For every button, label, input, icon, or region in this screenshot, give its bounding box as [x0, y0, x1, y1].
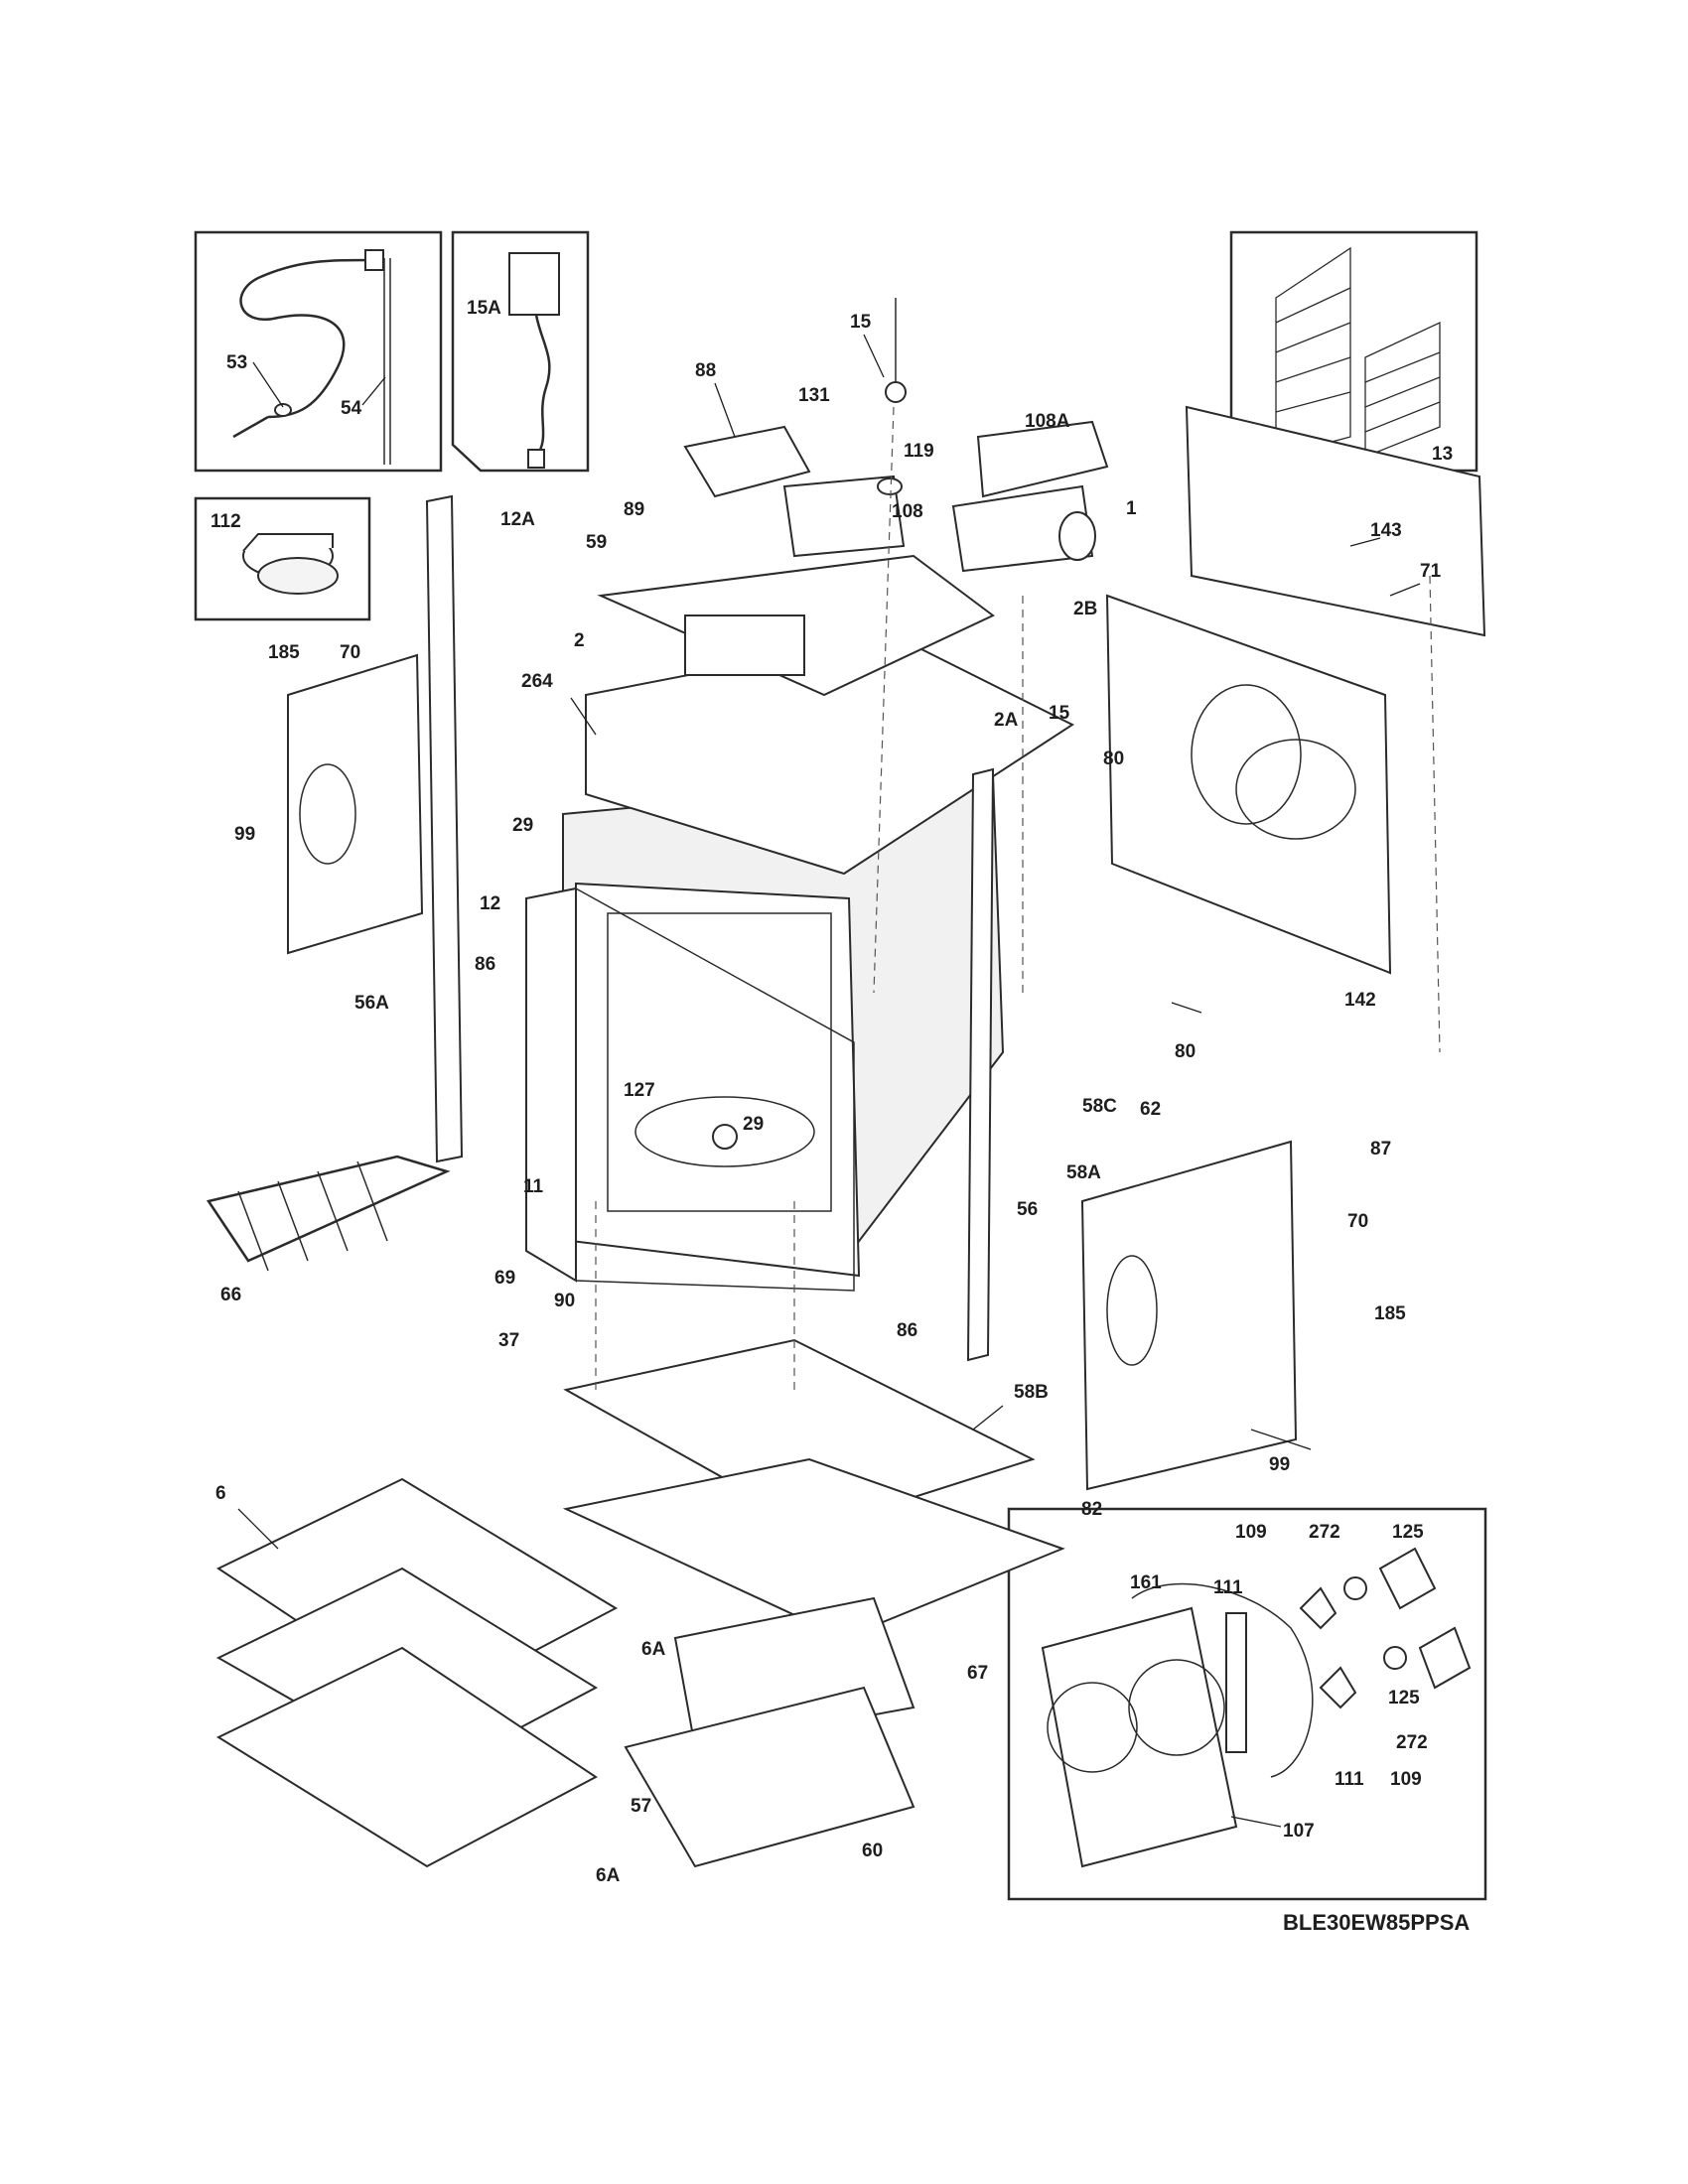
oven-racks [215, 1477, 619, 1868]
callout-142: 142 [1344, 990, 1376, 1011]
callout-15a: 15A [467, 298, 501, 319]
leader-lines [237, 334, 1421, 1828]
door-frame [525, 887, 855, 1292]
callout-66: 66 [220, 1285, 241, 1305]
callout-108: 108 [892, 501, 923, 522]
callout-143: 143 [1370, 520, 1402, 541]
callout-69: 69 [494, 1268, 515, 1289]
callout-71: 71 [1420, 561, 1442, 582]
callout-1: 1 [1126, 498, 1137, 519]
callout-82: 82 [1081, 1499, 1102, 1520]
callout-13: 13 [1432, 444, 1453, 465]
callout-58a: 58A [1066, 1162, 1101, 1183]
inset-sensor-box [451, 230, 590, 473]
bottom-assembly [562, 1338, 1065, 1868]
callout-80: 80 [1103, 749, 1124, 769]
callout-161: 161 [1130, 1572, 1162, 1593]
callout-89: 89 [624, 499, 644, 520]
callout-29: 29 [512, 815, 533, 836]
callout-109b: 109 [1390, 1769, 1422, 1790]
callout-29b: 29 [743, 1114, 764, 1135]
callout-111: 111 [1213, 1577, 1243, 1598]
callout-80b: 80 [1175, 1041, 1196, 1062]
callout-12a: 12A [500, 509, 535, 530]
callout-2b: 2B [1073, 599, 1097, 619]
callout-125b: 125 [1388, 1688, 1420, 1708]
callout-185b: 185 [1374, 1303, 1406, 1324]
callout-99b: 99 [1269, 1454, 1290, 1475]
callout-15: 15 [850, 312, 872, 333]
callout-70: 70 [340, 642, 360, 663]
callout-272: 272 [1309, 1522, 1340, 1543]
callout-6: 6 [215, 1483, 226, 1504]
callout-56a: 56A [354, 993, 389, 1014]
callout-58b: 58B [1014, 1382, 1049, 1403]
callout-2: 2 [574, 630, 585, 651]
callout-2a: 2A [994, 710, 1019, 731]
callout-107: 107 [1283, 1821, 1315, 1842]
top-ducts [683, 298, 1109, 573]
callout-99: 99 [234, 824, 255, 845]
callout-37: 37 [498, 1330, 519, 1351]
callout-86: 86 [475, 954, 495, 975]
callout-86b: 86 [897, 1320, 917, 1341]
callout-125: 125 [1392, 1522, 1424, 1543]
callout-59: 59 [586, 532, 607, 553]
inset-probe-box [194, 230, 443, 473]
callout-6a-b: 6A [596, 1865, 621, 1886]
callout-62: 62 [1140, 1099, 1161, 1120]
broil-element [206, 1155, 451, 1272]
callout-272b: 272 [1396, 1732, 1428, 1753]
back-panel [1105, 405, 1486, 975]
callout-53: 53 [226, 352, 247, 373]
inset-fan-box [1007, 1507, 1487, 1901]
callout-70b: 70 [1347, 1211, 1368, 1232]
callout-6a: 6A [641, 1639, 666, 1660]
callout-185: 185 [268, 642, 300, 663]
callout-87: 87 [1370, 1139, 1391, 1160]
callout-57: 57 [631, 1796, 651, 1817]
model-number: BLE30EW85PPSA [1283, 1910, 1470, 1935]
callout-labels: 53 54 15A 15 88 131 119 108A 13 112 12A … [211, 298, 1453, 1886]
callout-131: 131 [798, 385, 830, 406]
callout-108a: 108A [1025, 411, 1070, 432]
callout-119: 119 [904, 441, 934, 462]
callout-109: 109 [1235, 1522, 1267, 1543]
callout-15b: 15 [1049, 703, 1070, 724]
callout-264: 264 [521, 671, 553, 692]
callout-112: 112 [211, 511, 241, 532]
alignment-lines [595, 406, 1441, 1390]
callout-56: 56 [1017, 1199, 1038, 1220]
callout-67: 67 [967, 1663, 988, 1684]
callout-12: 12 [480, 893, 500, 914]
callout-90: 90 [554, 1291, 575, 1311]
oven-cavity [562, 772, 1005, 1278]
top-panel [585, 554, 1075, 876]
callout-54: 54 [341, 398, 362, 419]
callout-60: 60 [862, 1841, 883, 1861]
callout-88: 88 [695, 360, 716, 381]
callout-111b: 111 [1335, 1769, 1364, 1790]
callout-58c: 58C [1082, 1096, 1117, 1117]
callout-127: 127 [624, 1080, 655, 1101]
callout-11: 11 [523, 1176, 544, 1197]
inset-thermostat-box [194, 496, 371, 621]
side-panels [287, 494, 1298, 1491]
